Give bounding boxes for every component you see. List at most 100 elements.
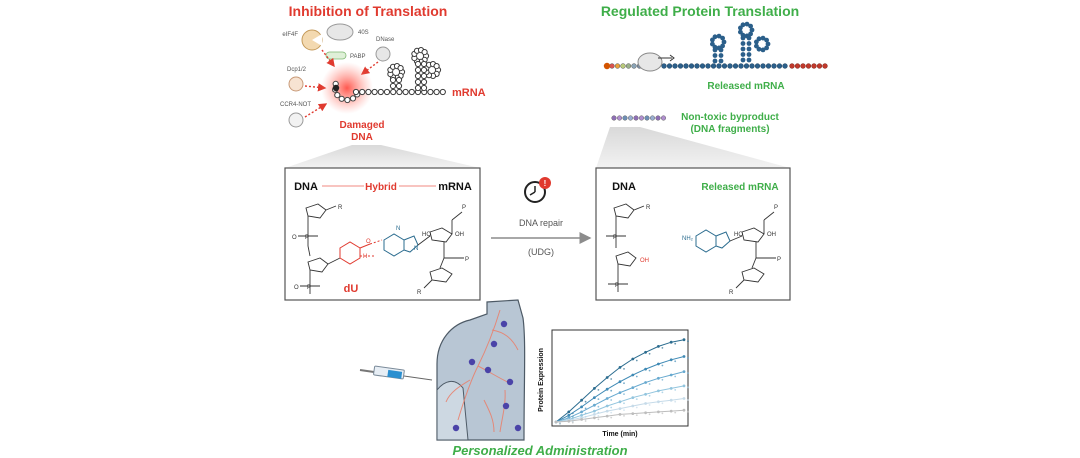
mrna-bead bbox=[760, 63, 766, 69]
byproduct-label-line2: (DNA fragments) bbox=[690, 124, 769, 135]
data-point bbox=[657, 345, 660, 348]
data-point bbox=[580, 418, 583, 421]
data-point bbox=[674, 389, 677, 391]
data-point bbox=[580, 405, 583, 409]
mrna-bead bbox=[765, 63, 772, 69]
data-point bbox=[682, 397, 686, 400]
mrna-bead bbox=[389, 82, 397, 90]
mrna-bead bbox=[389, 76, 397, 84]
mrna-bead bbox=[764, 37, 769, 43]
mrna-bead bbox=[359, 88, 366, 96]
mrna-bead bbox=[727, 63, 733, 69]
mrna-bead bbox=[683, 63, 689, 69]
data-point bbox=[669, 358, 673, 362]
data-point bbox=[661, 402, 664, 405]
data-point bbox=[610, 406, 613, 409]
chem-atom-p: P bbox=[613, 235, 617, 241]
nh2-label: NH₂ bbox=[682, 236, 694, 242]
data-point bbox=[610, 389, 613, 392]
data-point bbox=[644, 367, 647, 371]
mrna-bead bbox=[716, 63, 722, 69]
fragment-bead bbox=[639, 115, 645, 121]
syringe-icon bbox=[359, 365, 433, 381]
mrna-bead bbox=[749, 27, 755, 33]
mrna-bead bbox=[666, 63, 673, 69]
mrna-bead bbox=[402, 88, 409, 96]
data-point bbox=[687, 357, 689, 359]
data-point bbox=[669, 340, 673, 344]
chem-atom-n: N bbox=[396, 226, 400, 232]
mrna-bead-chain bbox=[332, 47, 446, 104]
fragment-bead bbox=[622, 115, 628, 121]
data-point bbox=[567, 413, 571, 417]
data-point bbox=[661, 412, 664, 415]
mrna-bead bbox=[732, 63, 739, 69]
dcp-label: Dcp1/2 bbox=[287, 67, 307, 73]
mrna-bead bbox=[748, 31, 753, 37]
damaged-dna-label-line2: DNA bbox=[351, 132, 373, 143]
mrna-bead bbox=[720, 35, 725, 41]
chem-atom-ho: HO bbox=[734, 232, 743, 238]
mrna-bead bbox=[816, 63, 823, 69]
chem-atom-p: P bbox=[465, 257, 469, 263]
chem-atom-oh: OH bbox=[455, 232, 464, 238]
mrna-bead bbox=[365, 88, 372, 96]
mrna-bead bbox=[688, 63, 695, 69]
mrna-bead bbox=[408, 88, 415, 96]
mrna-bead bbox=[414, 84, 422, 92]
data-point bbox=[644, 402, 647, 405]
chem-atom-p: P bbox=[305, 235, 309, 241]
mrna-bead bbox=[352, 88, 360, 96]
mrna-bead bbox=[740, 41, 746, 46]
mrna-bead bbox=[439, 88, 446, 96]
mrna-bead bbox=[420, 66, 428, 74]
mrna-bead bbox=[756, 36, 762, 42]
mrna-bead bbox=[414, 66, 422, 74]
mrna-bead bbox=[677, 63, 684, 69]
data-point bbox=[661, 347, 664, 349]
mrna-bead bbox=[771, 63, 777, 69]
data-point bbox=[618, 366, 622, 369]
data-point bbox=[580, 413, 583, 417]
mrna-bead bbox=[420, 60, 428, 68]
data-point bbox=[657, 410, 660, 414]
data-point bbox=[623, 409, 625, 411]
released-mrna-label: Released mRNA bbox=[707, 81, 784, 92]
mrna-bead bbox=[760, 47, 766, 53]
data-point bbox=[657, 376, 660, 380]
udg-label: (UDG) bbox=[528, 247, 554, 257]
data-point bbox=[644, 350, 647, 354]
data-point bbox=[648, 352, 651, 355]
du-label: dU bbox=[344, 283, 359, 295]
mrna-bead bbox=[805, 63, 812, 69]
mrna-bead bbox=[746, 57, 752, 63]
footer-caption: Personalized Administration bbox=[452, 443, 627, 458]
data-point bbox=[631, 373, 635, 377]
mrna-bead bbox=[396, 88, 403, 96]
data-point bbox=[593, 403, 596, 407]
data-point bbox=[593, 387, 596, 390]
data-point bbox=[661, 364, 664, 367]
mrna-bead bbox=[740, 22, 746, 28]
mrna-bead bbox=[334, 92, 341, 99]
mrna-bead bbox=[765, 41, 771, 47]
pabp-protein-icon bbox=[325, 51, 347, 60]
data-point bbox=[635, 375, 638, 378]
mrna-bead bbox=[718, 47, 724, 53]
mrna-bead bbox=[395, 82, 403, 90]
released-adenine-structure bbox=[695, 229, 731, 253]
chem-atom-p: P bbox=[615, 283, 619, 289]
data-point bbox=[687, 386, 689, 389]
blocked-arrow-icon bbox=[304, 103, 328, 118]
fragment-bead bbox=[611, 115, 617, 121]
data-point bbox=[644, 392, 647, 396]
data-point bbox=[682, 408, 686, 412]
data-point bbox=[605, 414, 609, 418]
mrna-bead bbox=[764, 45, 769, 51]
mrna-bead bbox=[420, 84, 428, 92]
data-point bbox=[669, 398, 673, 402]
data-point bbox=[610, 416, 613, 419]
vessel-network bbox=[445, 309, 519, 433]
data-point bbox=[674, 360, 677, 363]
data-point bbox=[605, 387, 609, 391]
